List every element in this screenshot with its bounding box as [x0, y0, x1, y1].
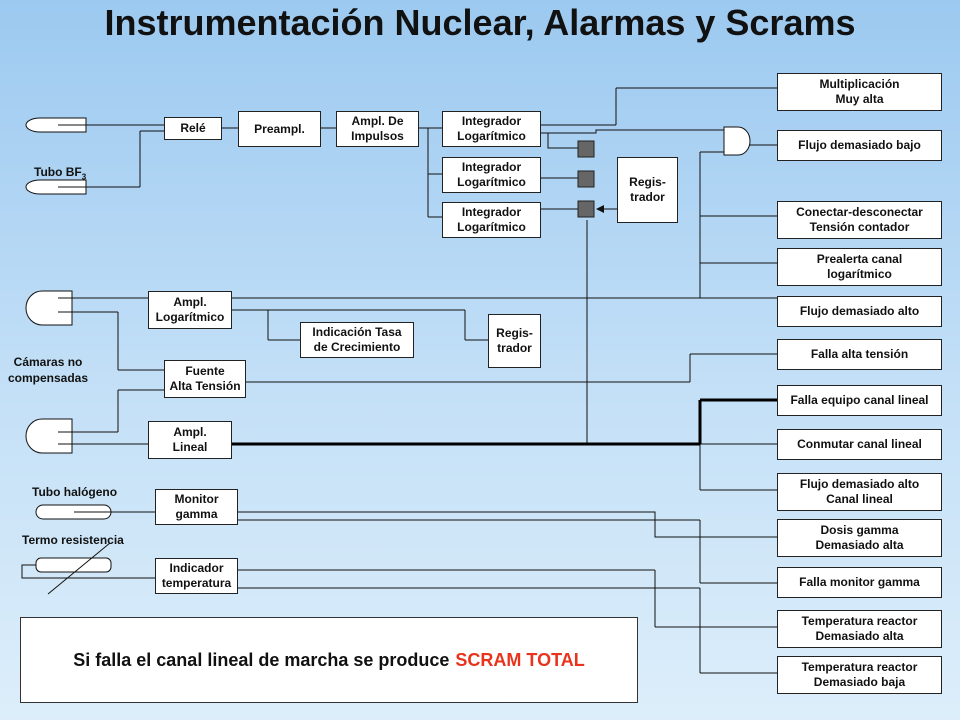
scram-note-text: Si falla el canal lineal de marcha se pr…: [73, 649, 450, 670]
ampl-impulsos-block: Ampl. De Impulsos: [336, 111, 419, 147]
bf3-tube-lower: [25, 179, 87, 195]
chamber-upper: [25, 290, 73, 326]
alarm-flujo-alto-lineal: Flujo demasiado alto Canal lineal: [777, 473, 942, 511]
fuente-alta-tension-block: Fuente Alta Tensión: [164, 360, 246, 398]
indicator-lamp-2: [577, 170, 595, 188]
alarm-temp-baja: Temperatura reactor Demasiado baja: [777, 656, 942, 694]
preampl-block: Preampl.: [238, 111, 321, 147]
alarm-temp-alta: Temperatura reactor Demasiado alta: [777, 610, 942, 648]
tasa-crecimiento-block: Indicación Tasa de Crecimiento: [300, 322, 414, 358]
alarm-conectar-desconectar: Conectar-desconectar Tensión contador: [777, 201, 942, 239]
bf3-tube-label: Tubo BF3: [34, 165, 87, 182]
thermoresistance: [35, 557, 112, 573]
integrador-log-3-block: Integrador Logarítmico: [442, 202, 541, 238]
alarm-dosis-gamma: Dosis gamma Demasiado alta: [777, 519, 942, 557]
alarm-falla-alta-tension: Falla alta tensión: [777, 339, 942, 370]
indicator-lamp-1: [577, 140, 595, 158]
rele-block: Relé: [164, 117, 222, 140]
alarm-conmutar-lineal: Conmutar canal lineal: [777, 429, 942, 460]
bf3-tube-upper: [25, 117, 87, 133]
scram-note: Si falla el canal lineal de marcha se pr…: [20, 617, 638, 703]
alarm-prealerta-log: Prealerta canal logarítmico: [777, 248, 942, 286]
and-gate: [723, 126, 751, 156]
alarm-falla-equipo-lineal: Falla equipo canal lineal: [777, 385, 942, 416]
scram-note-highlight: SCRAM TOTAL: [455, 649, 585, 670]
indicator-lamp-3: [577, 200, 595, 218]
integrador-log-2-block: Integrador Logarítmico: [442, 157, 541, 193]
alarm-falla-monitor-gamma: Falla monitor gamma: [777, 567, 942, 598]
registrador-2-block: Regis- trador: [488, 314, 541, 368]
ampl-log-block: Ampl. Logarítmico: [148, 291, 232, 329]
chambers-label: Cámaras no compensadas: [8, 355, 89, 385]
monitor-gamma-block: Monitor gamma: [155, 489, 238, 525]
alarm-flujo-alto: Flujo demasiado alto: [777, 296, 942, 327]
registrador-1-block: Regis- trador: [617, 157, 678, 223]
ampl-lineal-block: Ampl. Lineal: [148, 421, 232, 459]
indicador-temperatura-block: Indicador temperatura: [155, 558, 238, 594]
alarm-flujo-bajo: Flujo demasiado bajo: [777, 130, 942, 161]
halogen-tube-label: Tubo halógeno: [32, 485, 118, 499]
integrador-log-1-block: Integrador Logarítmico: [442, 111, 541, 147]
page-title: Instrumentación Nuclear, Alarmas y Scram…: [104, 2, 856, 43]
thermoresistance-label: Termo resistencia: [22, 533, 124, 547]
chamber-lower: [25, 418, 73, 454]
alarm-multiplicacion: Multiplicación Muy alta: [777, 73, 942, 111]
